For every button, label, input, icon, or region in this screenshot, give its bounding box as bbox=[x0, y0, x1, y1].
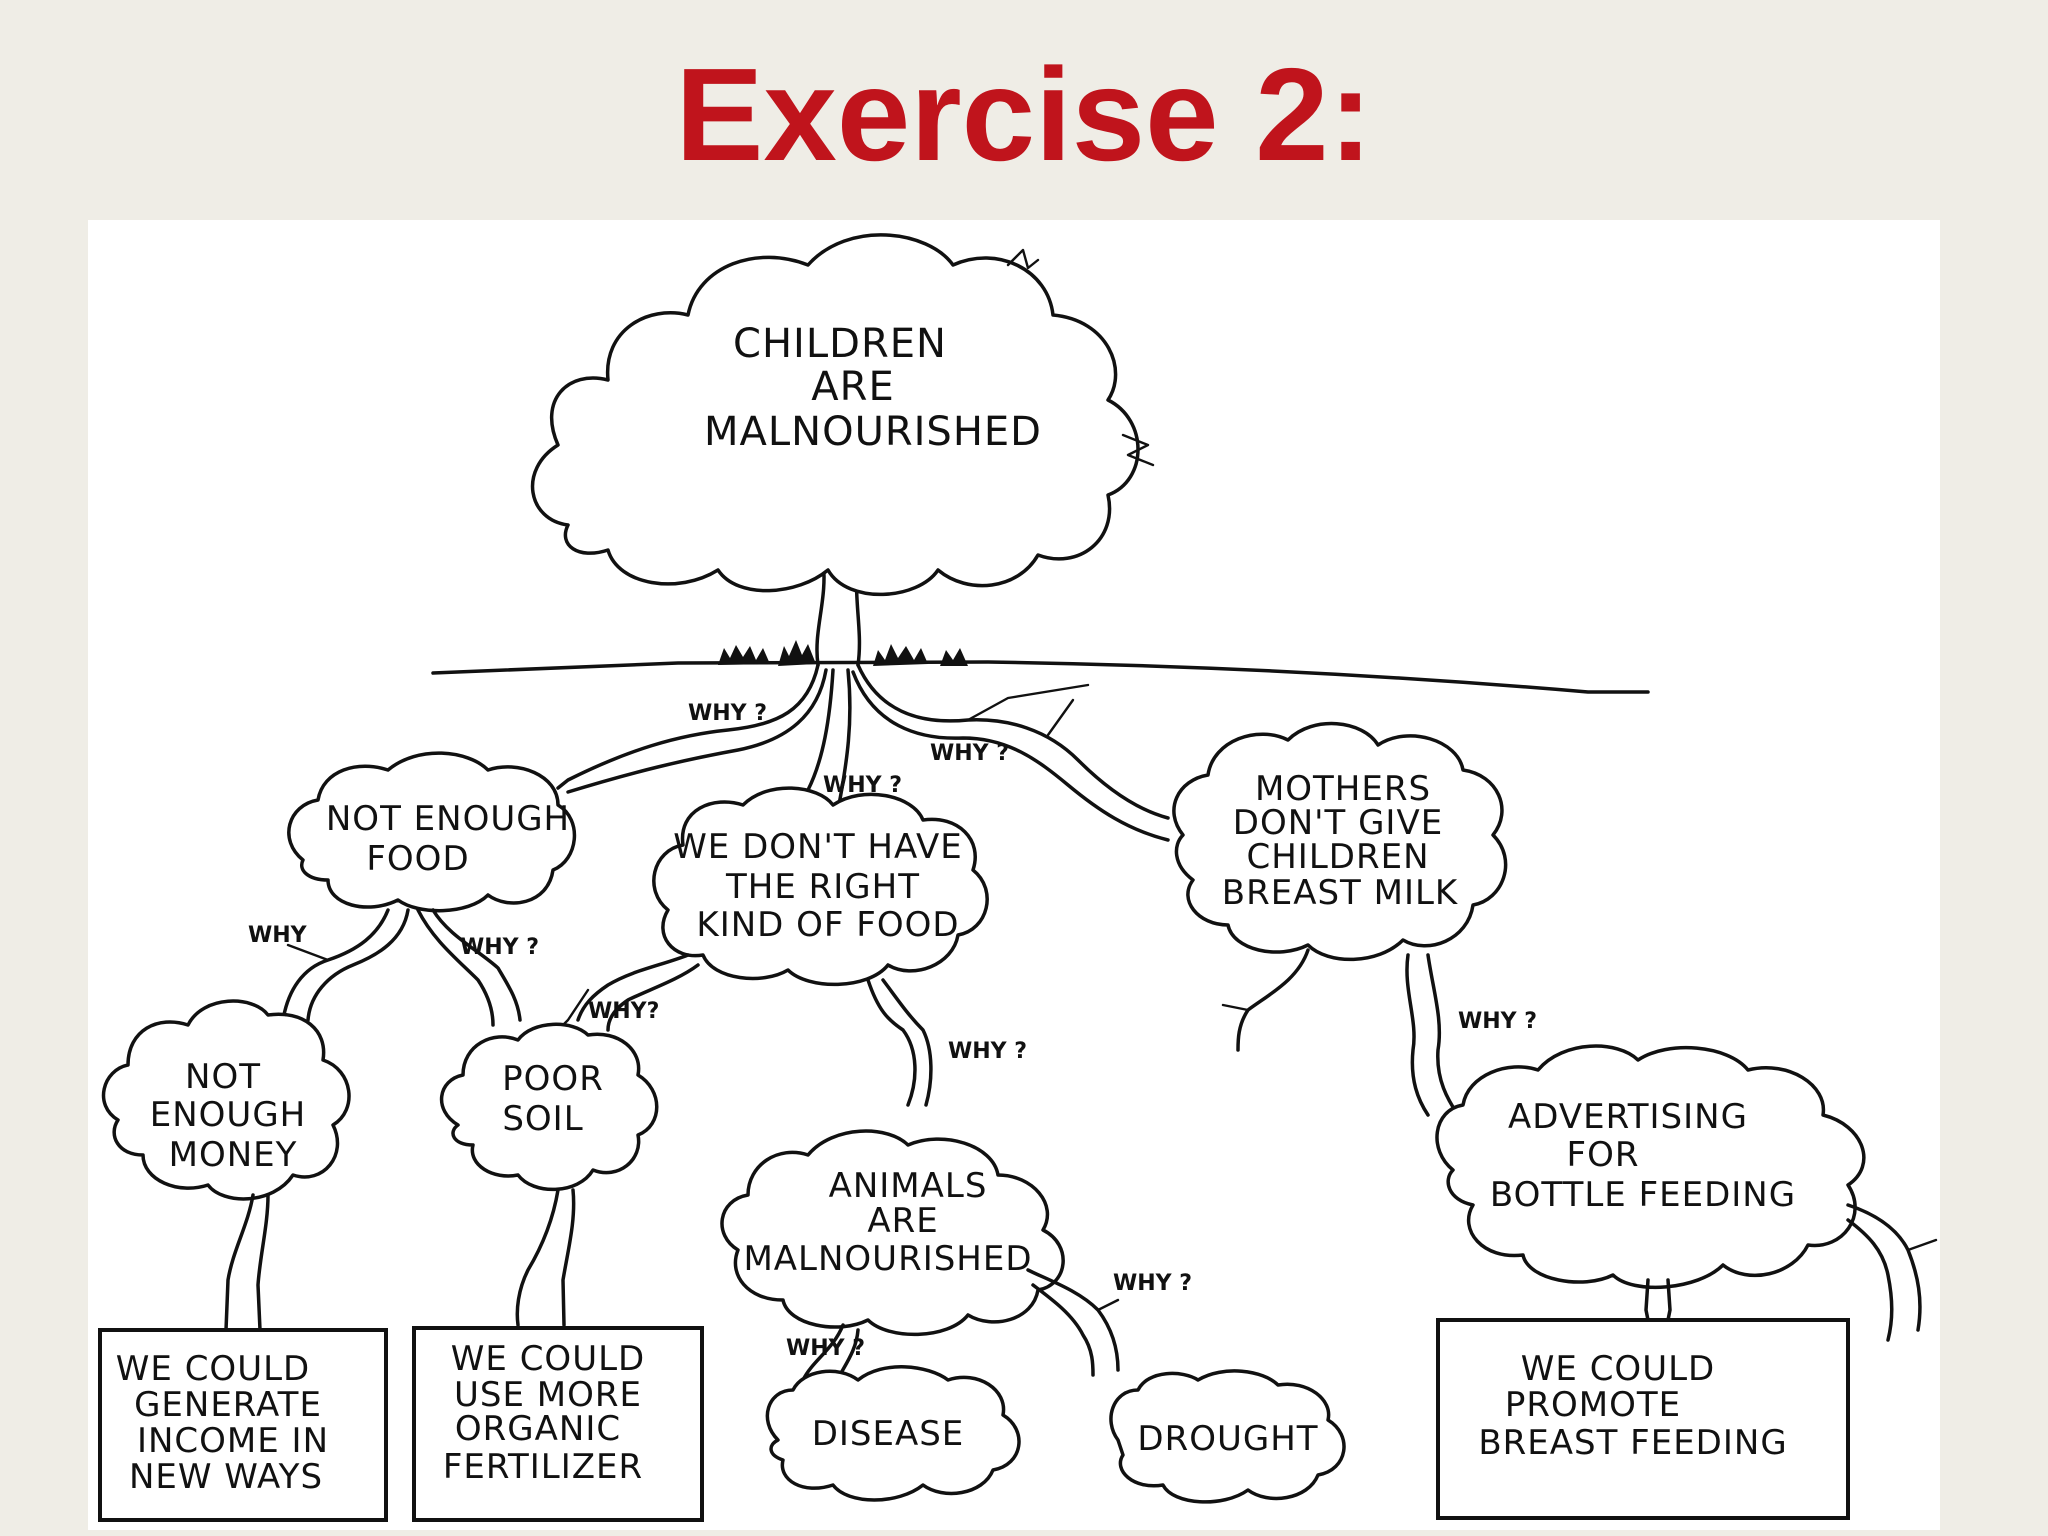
solution-text: WE COULD bbox=[1521, 1349, 1715, 1389]
why-label: WHY ? bbox=[1113, 1271, 1192, 1296]
cause-text: MONEY bbox=[169, 1135, 298, 1175]
cause-not-enough-money: NOT ENOUGH MONEY bbox=[101, 999, 351, 1332]
cause-text: NOT ENOUGH bbox=[326, 799, 570, 839]
solution-text: PROMOTE bbox=[1505, 1385, 1681, 1425]
solution-text: USE MORE bbox=[454, 1375, 642, 1415]
main-roots bbox=[556, 663, 1170, 842]
cause-not-enough-food: NOT ENOUGH FOOD bbox=[287, 751, 576, 913]
problem-line: MALNOURISHED bbox=[704, 409, 1042, 455]
problem-line: CHILDREN bbox=[733, 321, 947, 367]
solution-text: ORGANIC bbox=[455, 1409, 621, 1449]
why-label: WHY ? bbox=[786, 1336, 865, 1361]
why-label: WHY ? bbox=[460, 935, 539, 960]
cause-text: WE DON'T HAVE bbox=[673, 827, 963, 867]
cause-text: MALNOURISHED bbox=[743, 1239, 1032, 1279]
why-label: WHY bbox=[248, 923, 308, 948]
ground-line bbox=[431, 660, 1650, 694]
cause-text: KIND OF FOOD bbox=[696, 905, 959, 945]
cause-animals-malnourished: ANIMALS ARE MALNOURISHED bbox=[720, 1129, 1065, 1337]
why-label: WHY? bbox=[588, 999, 659, 1024]
solution-organic-fertilizer: WE COULD USE MORE ORGANIC FERTILIZER bbox=[412, 1326, 704, 1522]
problem-tree-svg: WHY ? WHY ? WHY ? CHILDREN ARE MALNOURIS… bbox=[98, 233, 1938, 1522]
cause-drought: DROUGHT bbox=[1109, 1369, 1346, 1504]
cause-text: ANIMALS bbox=[829, 1166, 988, 1206]
roots-wrong-food bbox=[556, 953, 933, 1107]
solution-text: FERTILIZER bbox=[443, 1447, 643, 1487]
cause-text: MOTHERS bbox=[1255, 769, 1431, 809]
cause-text: ARE bbox=[867, 1201, 938, 1241]
solution-generate-income: WE COULD GENERATE INCOME IN NEW WAYS bbox=[98, 1328, 388, 1522]
problem-crown: CHILDREN ARE MALNOURISHED bbox=[530, 233, 1155, 597]
cause-text: NOT bbox=[185, 1057, 261, 1097]
cause-text: ENOUGH bbox=[150, 1095, 306, 1135]
roots-mothers bbox=[1221, 948, 1460, 1117]
cause-no-breast-milk: MOTHERS DON'T GIVE CHILDREN BREAST MILK bbox=[1172, 721, 1508, 962]
roots-not-enough-food bbox=[281, 908, 522, 1027]
solution-text: GENERATE bbox=[134, 1385, 322, 1425]
grass-tufts bbox=[718, 640, 968, 666]
slide-title: Exercise 2: bbox=[675, 41, 1373, 188]
cause-disease: DISEASE bbox=[765, 1365, 1021, 1502]
cause-text: POOR bbox=[502, 1059, 604, 1099]
cause-advertising: ADVERTISING FOR BOTTLE FEEDING bbox=[1435, 1044, 1938, 1342]
cause-text: DISEASE bbox=[812, 1414, 965, 1454]
cause-text: THE RIGHT bbox=[725, 867, 920, 907]
cause-text: BOTTLE FEEDING bbox=[1490, 1175, 1796, 1215]
cause-text: ADVERTISING bbox=[1508, 1097, 1748, 1137]
cause-poor-soil: POOR SOIL bbox=[440, 1022, 659, 1327]
cause-text: FOR bbox=[1567, 1135, 1640, 1175]
cause-text: DROUGHT bbox=[1137, 1419, 1318, 1459]
cause-text: FOOD bbox=[366, 839, 469, 879]
solution-text: NEW WAYS bbox=[129, 1457, 323, 1497]
solution-promote-breastfeeding: WE COULD PROMOTE BREAST FEEDING bbox=[1436, 1318, 1850, 1520]
why-label: WHY ? bbox=[688, 701, 767, 726]
why-label: WHY ? bbox=[930, 741, 1009, 766]
cause-text: SOIL bbox=[502, 1099, 583, 1139]
why-label: WHY ? bbox=[948, 1039, 1027, 1064]
cause-wrong-food: WE DON'T HAVE THE RIGHT KIND OF FOOD bbox=[652, 786, 989, 987]
problem-tree-diagram: WHY ? WHY ? WHY ? CHILDREN ARE MALNOURIS… bbox=[88, 220, 1940, 1530]
solution-text: BREAST FEEDING bbox=[1478, 1423, 1787, 1463]
cause-text: CHILDREN bbox=[1247, 837, 1430, 877]
solution-text: INCOME IN bbox=[137, 1421, 329, 1461]
solution-text: WE COULD bbox=[451, 1339, 645, 1379]
cause-text: DON'T GIVE bbox=[1233, 803, 1443, 843]
problem-line: ARE bbox=[811, 364, 894, 410]
solution-text: WE COULD bbox=[116, 1349, 310, 1389]
why-label: WHY ? bbox=[1458, 1009, 1537, 1034]
cause-text: BREAST MILK bbox=[1222, 873, 1459, 913]
